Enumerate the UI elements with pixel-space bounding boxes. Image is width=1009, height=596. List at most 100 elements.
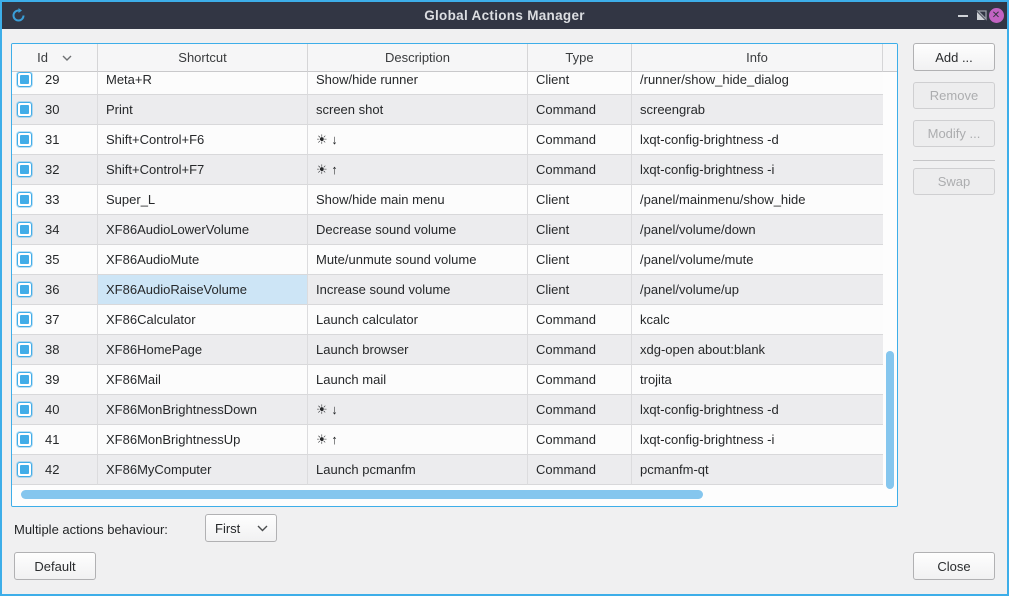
horizontal-scrollbar[interactable] — [12, 485, 883, 506]
cell-id[interactable]: 41 — [12, 425, 98, 455]
minimize-button[interactable] — [955, 2, 971, 29]
cell-type[interactable]: Command — [528, 425, 632, 455]
cell-description[interactable]: Decrease sound volume — [308, 215, 528, 245]
row-checkbox[interactable] — [17, 222, 32, 237]
default-button[interactable]: Default — [14, 552, 96, 580]
table-row[interactable]: 32 Shift+Control+F7 ☀ ↑ Command lxqt-con… — [12, 155, 883, 185]
column-header-description[interactable]: Description — [308, 44, 528, 72]
cell-info[interactable]: /panel/mainmenu/show_hide — [632, 185, 883, 215]
cell-info[interactable]: lxqt-config-brightness -i — [632, 425, 883, 455]
table-row[interactable]: 41 XF86MonBrightnessUp ☀ ↑ Command lxqt-… — [12, 425, 883, 455]
cell-info[interactable]: /panel/volume/down — [632, 215, 883, 245]
table-row[interactable]: 36 XF86AudioRaiseVolume Increase sound v… — [12, 275, 883, 305]
row-checkbox[interactable] — [17, 312, 32, 327]
cell-shortcut[interactable]: XF86Calculator — [98, 305, 308, 335]
cell-info[interactable]: lxqt-config-brightness -d — [632, 125, 883, 155]
cell-info[interactable]: trojita — [632, 365, 883, 395]
cell-type[interactable]: Command — [528, 455, 632, 485]
cell-id[interactable]: 33 — [12, 185, 98, 215]
cell-id[interactable]: 29 — [12, 72, 98, 95]
cell-shortcut[interactable]: XF86MonBrightnessUp — [98, 425, 308, 455]
close-window-button[interactable]: ✕ — [987, 2, 1005, 29]
cell-info[interactable]: /runner/show_hide_dialog — [632, 72, 883, 95]
table-row[interactable]: 38 XF86HomePage Launch browser Command x… — [12, 335, 883, 365]
cell-description[interactable]: ☀ ↑ — [308, 155, 528, 185]
close-button[interactable]: Close — [913, 552, 995, 580]
cell-shortcut[interactable]: XF86AudioLowerVolume — [98, 215, 308, 245]
row-checkbox[interactable] — [17, 432, 32, 447]
cell-shortcut[interactable]: Super_L — [98, 185, 308, 215]
cell-type[interactable]: Command — [528, 125, 632, 155]
behaviour-select[interactable]: First — [205, 514, 277, 542]
row-checkbox[interactable] — [17, 102, 32, 117]
cell-description[interactable]: ☀ ↓ — [308, 125, 528, 155]
cell-id[interactable]: 31 — [12, 125, 98, 155]
cell-id[interactable]: 40 — [12, 395, 98, 425]
table-row[interactable]: 42 XF86MyComputer Launch pcmanfm Command… — [12, 455, 883, 485]
cell-info[interactable]: xdg-open about:blank — [632, 335, 883, 365]
vertical-scrollbar[interactable] — [883, 72, 897, 506]
cell-shortcut[interactable]: XF86AudioMute — [98, 245, 308, 275]
column-header-type[interactable]: Type — [528, 44, 632, 72]
vertical-scrollbar-thumb[interactable] — [886, 351, 894, 489]
row-checkbox[interactable] — [17, 192, 32, 207]
cell-description[interactable]: screen shot — [308, 95, 528, 125]
column-header-shortcut[interactable]: Shortcut — [98, 44, 308, 72]
cell-shortcut[interactable]: XF86Mail — [98, 365, 308, 395]
table-row[interactable]: 37 XF86Calculator Launch calculator Comm… — [12, 305, 883, 335]
row-checkbox[interactable] — [17, 282, 32, 297]
cell-description[interactable]: Show/hide runner — [308, 72, 528, 95]
cell-type[interactable]: Command — [528, 95, 632, 125]
cell-info[interactable]: screengrab — [632, 95, 883, 125]
cell-id[interactable]: 32 — [12, 155, 98, 185]
cell-id[interactable]: 42 — [12, 455, 98, 485]
cell-type[interactable]: Client — [528, 245, 632, 275]
cell-info[interactable]: lxqt-config-brightness -i — [632, 155, 883, 185]
cell-shortcut[interactable]: Shift+Control+F6 — [98, 125, 308, 155]
horizontal-scrollbar-thumb[interactable] — [21, 490, 703, 499]
cell-description[interactable]: Launch browser — [308, 335, 528, 365]
modify-button[interactable]: Modify ... — [913, 120, 995, 147]
row-checkbox[interactable] — [17, 372, 32, 387]
table-row[interactable]: 29 Meta+R Show/hide runner Client /runne… — [12, 72, 883, 95]
cell-shortcut[interactable]: XF86AudioRaiseVolume — [98, 275, 308, 305]
row-checkbox[interactable] — [17, 462, 32, 477]
remove-button[interactable]: Remove — [913, 82, 995, 109]
row-checkbox[interactable] — [17, 72, 32, 87]
table-row[interactable]: 33 Super_L Show/hide main menu Client /p… — [12, 185, 883, 215]
cell-info[interactable]: lxqt-config-brightness -d — [632, 395, 883, 425]
cell-type[interactable]: Command — [528, 335, 632, 365]
cell-type[interactable]: Client — [528, 72, 632, 95]
cell-info[interactable]: kcalc — [632, 305, 883, 335]
row-checkbox[interactable] — [17, 252, 32, 267]
cell-type[interactable]: Command — [528, 305, 632, 335]
add-button[interactable]: Add ... — [913, 43, 995, 71]
cell-type[interactable]: Client — [528, 275, 632, 305]
restore-button[interactable] — [973, 2, 989, 29]
cell-type[interactable]: Client — [528, 185, 632, 215]
cell-id[interactable]: 39 — [12, 365, 98, 395]
cell-description[interactable]: ☀ ↓ — [308, 395, 528, 425]
cell-shortcut[interactable]: XF86HomePage — [98, 335, 308, 365]
cell-description[interactable]: Launch pcmanfm — [308, 455, 528, 485]
cell-description[interactable]: Launch mail — [308, 365, 528, 395]
cell-shortcut[interactable]: Print — [98, 95, 308, 125]
row-checkbox[interactable] — [17, 162, 32, 177]
cell-description[interactable]: Launch calculator — [308, 305, 528, 335]
table-row[interactable]: 40 XF86MonBrightnessDown ☀ ↓ Command lxq… — [12, 395, 883, 425]
cell-type[interactable]: Command — [528, 365, 632, 395]
cell-type[interactable]: Command — [528, 395, 632, 425]
cell-shortcut[interactable]: XF86MyComputer — [98, 455, 308, 485]
table-row[interactable]: 30 Print screen shot Command screengrab — [12, 95, 883, 125]
cell-id[interactable]: 35 — [12, 245, 98, 275]
cell-description[interactable]: Increase sound volume — [308, 275, 528, 305]
cell-type[interactable]: Command — [528, 155, 632, 185]
cell-info[interactable]: /panel/volume/up — [632, 275, 883, 305]
cell-description[interactable]: Mute/unmute sound volume — [308, 245, 528, 275]
cell-shortcut[interactable]: Meta+R — [98, 72, 308, 95]
cell-id[interactable]: 38 — [12, 335, 98, 365]
cell-info[interactable]: pcmanfm-qt — [632, 455, 883, 485]
column-header-info[interactable]: Info — [632, 44, 883, 72]
row-checkbox[interactable] — [17, 132, 32, 147]
cell-description[interactable]: Show/hide main menu — [308, 185, 528, 215]
